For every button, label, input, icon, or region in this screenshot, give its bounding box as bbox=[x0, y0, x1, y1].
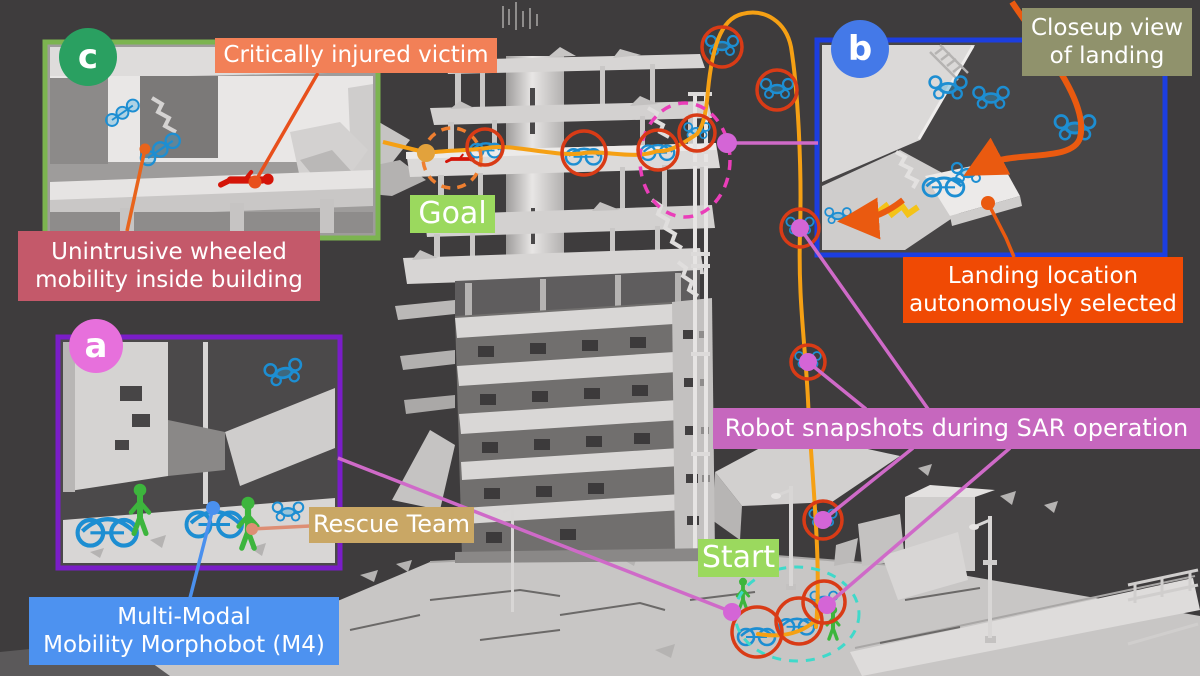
guardrail bbox=[1127, 568, 1199, 646]
label-start: Start bbox=[698, 539, 779, 577]
landing-region-ellipse bbox=[638, 101, 732, 219]
drone-icon bbox=[759, 77, 795, 100]
street-lamp bbox=[969, 516, 997, 643]
goal-region-ellipse bbox=[421, 126, 483, 190]
snapshot-connectors bbox=[337, 141, 1012, 614]
label-rescue-team: Rescue Team bbox=[309, 507, 474, 543]
label-line2: Mobility Morphobot (M4) bbox=[43, 632, 325, 658]
label-line2: autonomously selected bbox=[909, 291, 1177, 317]
taxi-arrow bbox=[837, 197, 905, 240]
label-text: Start bbox=[701, 539, 776, 575]
label-text: Critically injured victim bbox=[223, 42, 489, 69]
label-landing-location: Landing location autonomously selected bbox=[903, 257, 1183, 323]
stairs bbox=[647, 106, 700, 298]
label-text: Rescue Team bbox=[312, 510, 471, 539]
street-lamp bbox=[771, 486, 796, 590]
label-closeup-view: Closeup view of landing bbox=[1022, 8, 1192, 76]
snapshot-dots bbox=[717, 133, 836, 621]
street-lamp bbox=[502, 505, 514, 612]
label-m4: Multi-Modal Mobility Morphobot (M4) bbox=[29, 597, 339, 665]
rebar-spikes bbox=[502, 2, 538, 30]
label-line2: mobility inside building bbox=[35, 267, 303, 293]
snapshot-circles bbox=[465, 25, 847, 659]
panel-a-badge: a bbox=[69, 319, 123, 373]
panel-c-badge: c bbox=[59, 28, 117, 86]
label-line2: of landing bbox=[1049, 43, 1165, 69]
badge-letter: c bbox=[77, 37, 99, 77]
ladder bbox=[929, 44, 969, 81]
label-line1: Closeup view bbox=[1030, 14, 1184, 41]
rubble-field-right bbox=[712, 432, 995, 600]
leader-lines bbox=[125, 72, 1016, 599]
label-goal: Goal bbox=[410, 195, 495, 233]
label-robot-snapshots: Robot snapshots during SAR operation bbox=[713, 408, 1200, 449]
yellow-edge bbox=[874, 201, 920, 219]
label-line1: Unintrusive wheeled bbox=[51, 238, 287, 265]
label-critically-injured-victim: Critically injured victim bbox=[215, 38, 497, 73]
windows bbox=[478, 337, 650, 543]
badge-letter: a bbox=[84, 326, 108, 366]
badge-letter: b bbox=[847, 29, 873, 69]
collapsed-road-slab bbox=[850, 578, 1200, 676]
label-text: Robot snapshots during SAR operation bbox=[724, 413, 1189, 442]
drone-icon bbox=[704, 34, 740, 57]
label-text: Goal bbox=[418, 195, 487, 231]
label-line1: Multi-Modal bbox=[117, 603, 251, 630]
panel-b-border bbox=[814, 37, 1168, 258]
panel-b-badge: b bbox=[831, 20, 889, 78]
panel-a bbox=[58, 337, 340, 568]
label-unintrusive-mobility: Unintrusive wheeled mobility inside buil… bbox=[18, 231, 320, 301]
label-line1: Landing location bbox=[947, 262, 1139, 289]
